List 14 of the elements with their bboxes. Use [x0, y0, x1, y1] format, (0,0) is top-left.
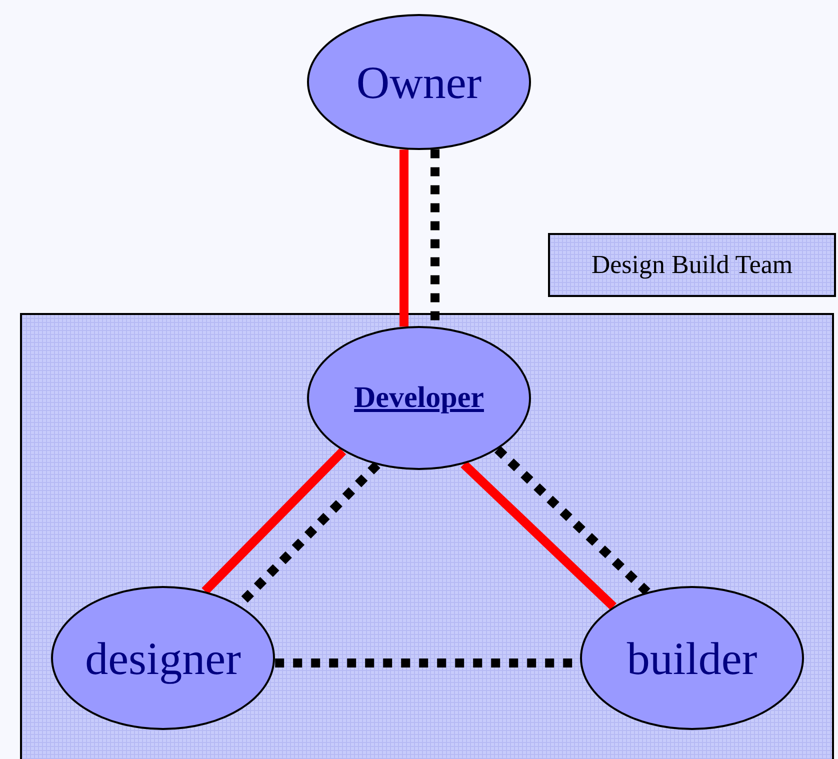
connector-line — [460, 460, 616, 610]
ellipse-node — [307, 326, 531, 470]
connector-line — [202, 448, 346, 594]
team-area — [20, 313, 834, 759]
connector-line — [494, 446, 650, 596]
node-label: designer — [85, 632, 241, 684]
node-label: builder — [626, 632, 758, 684]
node-label: Developer — [354, 381, 484, 415]
ellipse-node — [51, 586, 275, 730]
box-label: Design Build Team — [591, 250, 793, 280]
label-box — [548, 233, 836, 297]
ellipse-node — [580, 586, 804, 730]
node-label: Owner — [356, 56, 482, 108]
connector-line — [400, 150, 408, 327]
